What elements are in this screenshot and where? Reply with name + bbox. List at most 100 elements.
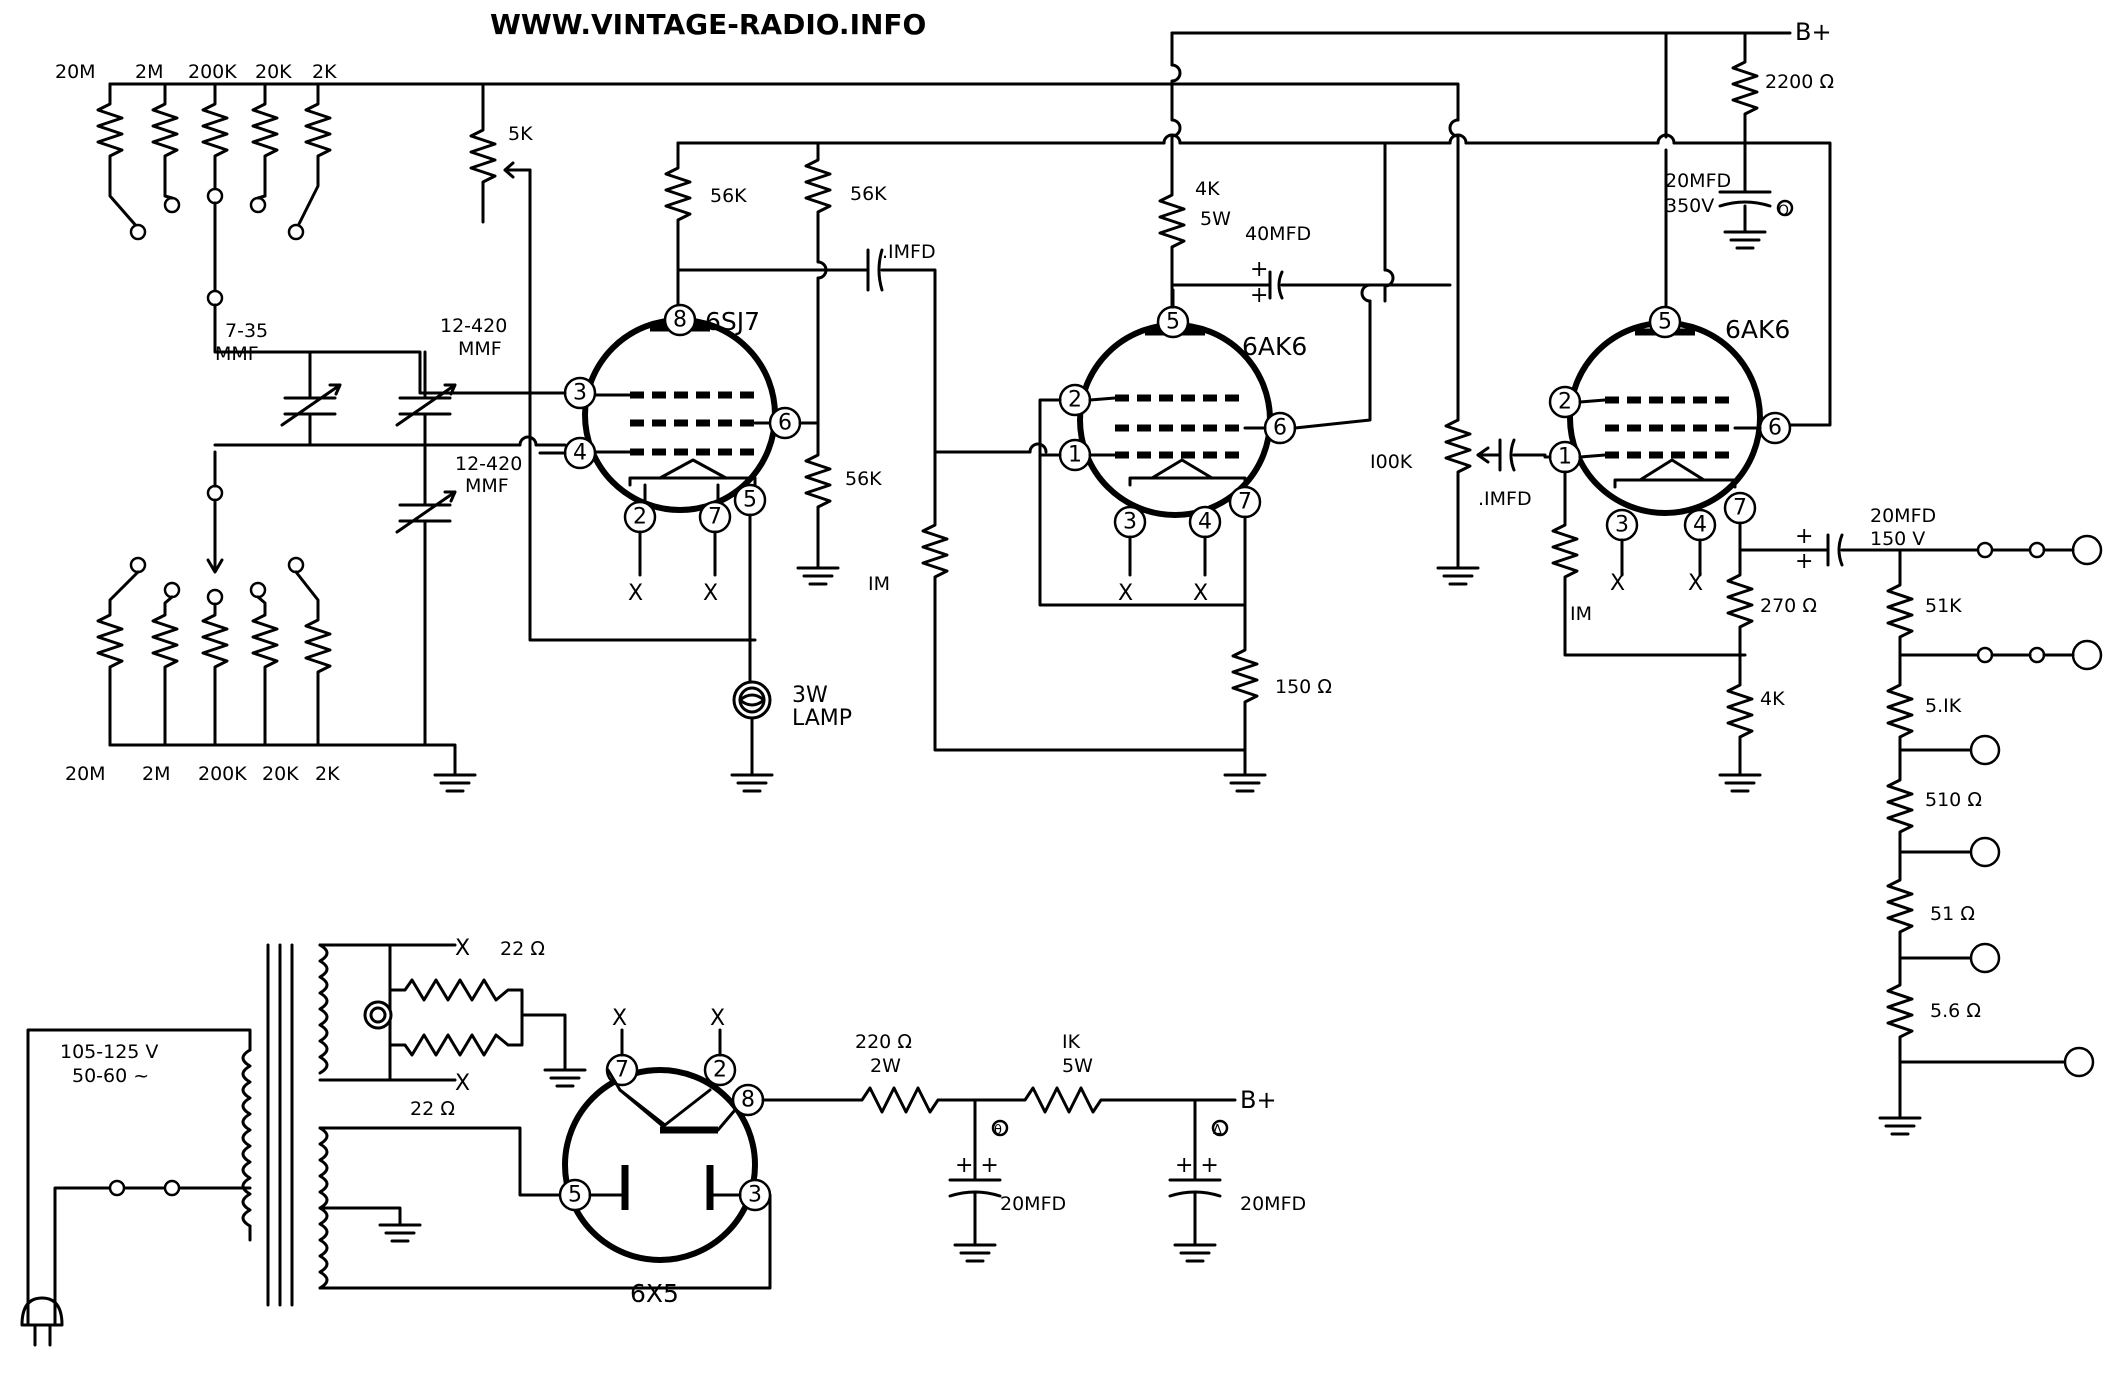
r100k-label: I00K — [1370, 451, 1413, 473]
top-bank-r4: 20K — [255, 61, 292, 83]
v1-name: 6SJ7 — [705, 307, 760, 336]
r5-1k-label: 5.IK — [1925, 695, 1962, 717]
mark-b: θ — [994, 1123, 1002, 1138]
c7-35-label: 7-35 — [225, 320, 268, 342]
c-1mfd-b-label: .IMFD — [1478, 488, 1532, 510]
r4k-label: 4K — [1760, 688, 1785, 710]
mains-frequency: 50-60 ~ — [72, 1065, 149, 1087]
tube-6sj7 — [582, 316, 778, 513]
v1-pin-5: 5 — [743, 488, 757, 513]
mains-voltage: 105-125 V — [60, 1041, 158, 1063]
bottom-bank-r1: 20M — [65, 763, 106, 785]
lamp-watt: 3W — [792, 683, 828, 708]
v2-pin-6: 6 — [1273, 416, 1287, 441]
c40mfd-label: 40MFD — [1245, 223, 1311, 245]
c-1mfd-a-label: .IMFD — [882, 241, 936, 263]
r270-label: 270 Ω — [1760, 595, 1817, 617]
bottom-bank-r5: 2K — [315, 763, 340, 785]
v3-pin-1: 1 — [1558, 445, 1572, 470]
v3-name: 6AK6 — [1725, 315, 1790, 344]
rect-pin-5: 5 — [568, 1183, 582, 1208]
r1k-label: IK — [1062, 1031, 1081, 1053]
v2-pin-5: 5 — [1166, 310, 1180, 335]
v3-pin-5: 5 — [1658, 310, 1672, 335]
v2-x2: X — [1193, 581, 1208, 606]
c20mfd-d-label: 20MFD — [1240, 1193, 1306, 1215]
rect-pin-2: 2 — [713, 1058, 727, 1083]
r51-label: 51 Ω — [1930, 903, 1975, 925]
c20mfd-c-label: 20MFD — [1000, 1193, 1066, 1215]
c40mfd-plus1: + — [1250, 257, 1268, 282]
r150-label: 150 Ω — [1275, 676, 1332, 698]
r5k-label: 5K — [508, 123, 533, 145]
mark-c: Δ — [1213, 1123, 1222, 1138]
site-title: WWW.VINTAGE-RADIO.INFO — [490, 8, 926, 41]
r56k-a-label: 56K — [710, 185, 747, 207]
r220-watt: 2W — [870, 1055, 901, 1077]
r5-6-label: 5.6 Ω — [1930, 1000, 1981, 1022]
r510-label: 510 Ω — [1925, 789, 1982, 811]
v1-x2: X — [703, 581, 718, 606]
top-bank-r1: 20M — [55, 61, 96, 83]
c20mfd-a-label: 20MFD — [1665, 170, 1731, 192]
rect-pin-7: 7 — [615, 1058, 629, 1083]
rect-pin-8: 8 — [741, 1088, 755, 1113]
v3-pin-4: 4 — [1693, 513, 1707, 538]
tube-6x5 — [562, 1067, 758, 1263]
c20mfd-b-label: 20MFD — [1870, 505, 1936, 527]
c20mfd-b-plus2: + — [1795, 549, 1813, 574]
x-fil-bottom: X — [455, 1071, 470, 1096]
r220-label: 220 Ω — [855, 1031, 912, 1053]
tube-6ak6-b — [1567, 320, 1763, 516]
v2-pin-2: 2 — [1068, 388, 1082, 413]
v2-pin-7: 7 — [1238, 490, 1252, 515]
v1-pin-2: 2 — [633, 505, 647, 530]
top-bank-r2: 2M — [135, 61, 163, 83]
v2-x1: X — [1118, 581, 1133, 606]
c40mfd-plus2: + — [1250, 283, 1268, 308]
v1-pin-3: 3 — [573, 381, 587, 406]
bplus-label-bottom: B+ — [1240, 1086, 1277, 1114]
c20mfd-a-volt: 350V — [1665, 195, 1714, 217]
top-bank-r3: 200K — [188, 61, 237, 83]
r2200-label: 2200 Ω — [1765, 71, 1834, 93]
v3-x2: X — [1688, 571, 1703, 596]
r4k5w-label: 4K — [1195, 178, 1220, 200]
bottom-bank-r2: 2M — [142, 763, 170, 785]
c12-420b-label: 12-420 — [455, 453, 522, 475]
r1m-b-label: IM — [1570, 603, 1592, 625]
x-fil-top: X — [455, 936, 470, 961]
c12-420a-unit: MMF — [458, 338, 502, 360]
v3-x1: X — [1610, 571, 1625, 596]
v2-pin-1: 1 — [1068, 443, 1082, 468]
r56k-c-label: 56K — [845, 468, 882, 490]
r56k-b-label: 56K — [850, 183, 887, 205]
rect-name: 6X5 — [630, 1279, 679, 1308]
mark-a: O — [1778, 203, 1789, 219]
v2-name: 6AK6 — [1242, 332, 1307, 361]
lamp-label: LAMP — [792, 706, 852, 731]
c7-35-unit: MMF — [215, 343, 259, 365]
r4k5w-watt: 5W — [1200, 208, 1231, 230]
x-rect-1: X — [612, 1006, 627, 1031]
x-rect-2: X — [710, 1006, 725, 1031]
v1-pin-8: 8 — [673, 308, 687, 333]
r1m-a-label: IM — [868, 573, 890, 595]
v2-pin-3: 3 — [1123, 510, 1137, 535]
v3-pin-3: 3 — [1615, 513, 1629, 538]
bottom-bank-r3: 200K — [198, 763, 247, 785]
c20mfd-b-plus1: + — [1795, 524, 1813, 549]
r22a-label: 22 Ω — [500, 938, 545, 960]
v1-pin-6: 6 — [778, 411, 792, 436]
v2-pin-4: 4 — [1198, 510, 1212, 535]
v1-pin-7: 7 — [708, 505, 722, 530]
c20mfd-b-volt: 150 V — [1870, 528, 1925, 550]
bottom-resistor-bank — [96, 556, 477, 793]
v3-pin-7: 7 — [1733, 496, 1747, 521]
v1-x1: X — [628, 581, 643, 606]
c20mfd-d-plus: + + — [1175, 1153, 1219, 1178]
rect-pin-3: 3 — [748, 1183, 762, 1208]
v3-pin-2: 2 — [1558, 390, 1572, 415]
top-bank-r5: 2K — [312, 61, 337, 83]
